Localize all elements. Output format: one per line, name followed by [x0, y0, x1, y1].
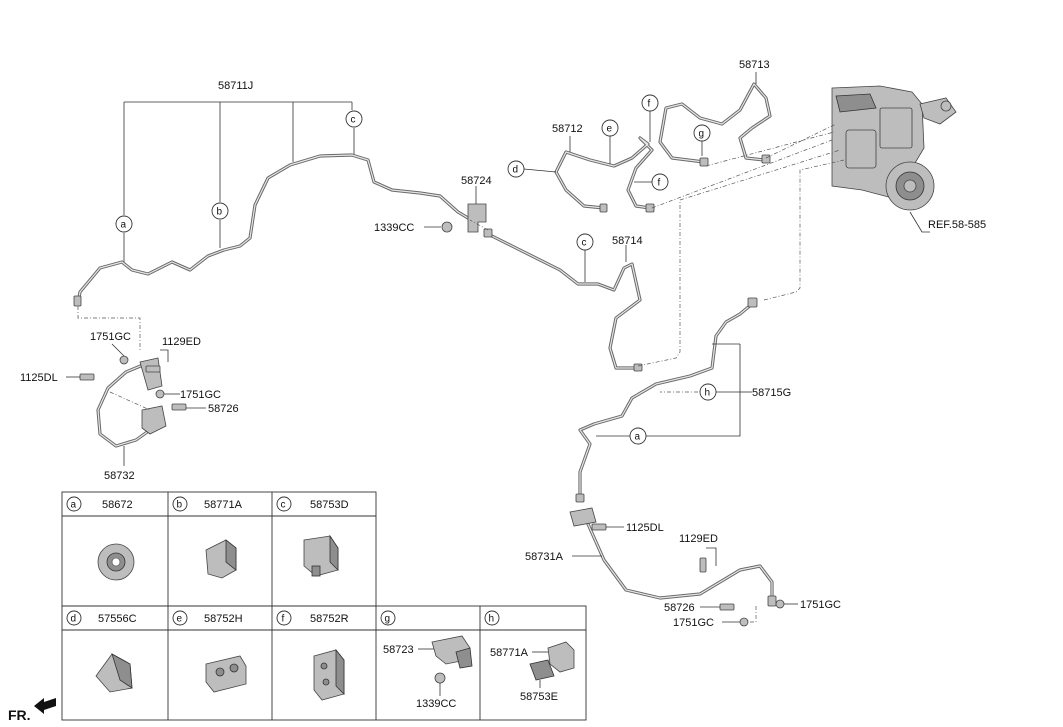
tube-58715G: [575, 297, 758, 503]
callout-h-mid: h: [699, 383, 717, 401]
svg-text:a: a: [71, 500, 77, 511]
svg-text:d: d: [513, 165, 519, 176]
table-part-58723: 58723: [383, 644, 414, 656]
label-58713: 58713: [739, 59, 770, 71]
callout-f-top: f: [641, 94, 659, 112]
label-1339CC-top: 1339CC: [374, 222, 414, 234]
tube-58714: [483, 228, 643, 372]
callout-f-mid: f: [651, 173, 669, 191]
label-1751GC-left-b: 1751GC: [180, 389, 221, 401]
block-58724: [467, 186, 487, 233]
label-58714: 58714: [612, 235, 643, 247]
front-direction-indicator: FR.: [8, 698, 56, 723]
tube-58713: [658, 72, 772, 167]
svg-text:a: a: [121, 220, 127, 231]
label-1129ED-left: 1129ED: [162, 336, 201, 348]
bolt-1125DL-left: [66, 373, 95, 381]
hose-58732: [96, 357, 167, 466]
svg-text:e: e: [607, 124, 613, 135]
label-58732: 58732: [104, 470, 135, 482]
table-part-58753D: 58753D: [310, 499, 349, 511]
table-cell-e: e 58752H: [172, 610, 247, 693]
table-part-58771A: 58771A: [204, 499, 243, 511]
svg-text:e: e: [177, 614, 183, 625]
svg-text:b: b: [217, 207, 223, 218]
table-part-58752H: 58752H: [204, 613, 243, 625]
callout-d-top: d: [507, 160, 525, 178]
callout-g-top: g: [693, 124, 711, 142]
bolt-58726-right: [700, 603, 735, 611]
label-58712: 58712: [552, 123, 583, 135]
table-part-58752R: 58752R: [310, 613, 349, 625]
svg-text:f: f: [658, 178, 661, 189]
label-58724: 58724: [461, 175, 492, 187]
label-ref-58-585: REF.58-585: [928, 219, 986, 231]
svg-text:g: g: [699, 129, 705, 140]
table-cell-g: g 58723 1339CC: [380, 610, 473, 710]
callout-a-mid: a: [629, 427, 647, 445]
clip-1751GC-right-b: [722, 606, 757, 627]
tube-58711J: [73, 153, 470, 307]
label-58731A: 58731A: [525, 551, 564, 563]
table-cell-f: f 58752R: [276, 610, 349, 701]
label-1751GC-right-a: 1751GC: [800, 599, 841, 611]
svg-text:c: c: [582, 238, 587, 249]
callout-c-top: c: [345, 110, 363, 128]
svg-text:b: b: [177, 500, 183, 511]
label-1751GC-right-b: 1751GC: [673, 617, 714, 629]
svg-text:f: f: [648, 99, 651, 110]
svg-text:d: d: [71, 614, 77, 625]
label-58715G: 58715G: [752, 387, 791, 399]
table-cell-d: d 57556C: [66, 610, 137, 693]
callout-c-mid: c: [576, 233, 594, 251]
callout-a-top: a: [115, 215, 133, 233]
hose-58731A: [569, 507, 777, 607]
bolt-1129ED-right: [699, 547, 717, 573]
table-cell-a: a 58672: [66, 496, 135, 581]
table-part-58672: 58672: [102, 499, 133, 511]
clip-1751GC-left-b: [155, 389, 180, 399]
label-58726-right: 58726: [664, 602, 695, 614]
callout-e-top: e: [601, 119, 619, 137]
label-1129ED-right: 1129ED: [679, 533, 718, 545]
leader-58711J: [123, 101, 355, 262]
callout-b-top: b: [211, 202, 229, 220]
hecu-unit: [831, 85, 957, 233]
svg-text:f: f: [282, 614, 285, 625]
clip-1751GC-right-a: [775, 599, 798, 609]
bolt-1125DL-right: [591, 523, 624, 531]
svg-text:h: h: [705, 388, 711, 399]
svg-text:a: a: [635, 432, 641, 443]
tube-58712: [523, 110, 655, 213]
svg-text:g: g: [385, 614, 391, 625]
svg-text:c: c: [281, 500, 286, 511]
table-cell-b: b 58771A: [172, 496, 243, 579]
bolt-1129ED-left: [145, 349, 169, 373]
label-1125DL-right: 1125DL: [626, 522, 664, 534]
bolt-58726-left: [171, 403, 206, 411]
table-part-58771A-h: 58771A: [490, 647, 529, 659]
label-58726-left: 58726: [208, 403, 239, 415]
table-part-57556C: 57556C: [98, 613, 137, 625]
parts-table: [61, 491, 587, 721]
dash-lines-to-unit: [77, 123, 845, 367]
table-cell-h: h 58771A 58753E: [484, 610, 575, 703]
svg-text:c: c: [351, 115, 356, 126]
table-cell-c: c 58753D: [276, 496, 349, 577]
label-1125DL-left: 1125DL: [20, 372, 58, 384]
label-58711J: 58711J: [218, 80, 253, 92]
table-part-58753E: 58753E: [520, 691, 558, 703]
label-1751GC-left-a: 1751GC: [90, 331, 131, 343]
label-fr: FR.: [8, 707, 31, 723]
svg-text:h: h: [489, 614, 495, 625]
table-part-1339CC: 1339CC: [416, 698, 456, 710]
nut-1339CC-top: [424, 221, 453, 233]
clip-1751GC-left-a: [111, 343, 129, 365]
